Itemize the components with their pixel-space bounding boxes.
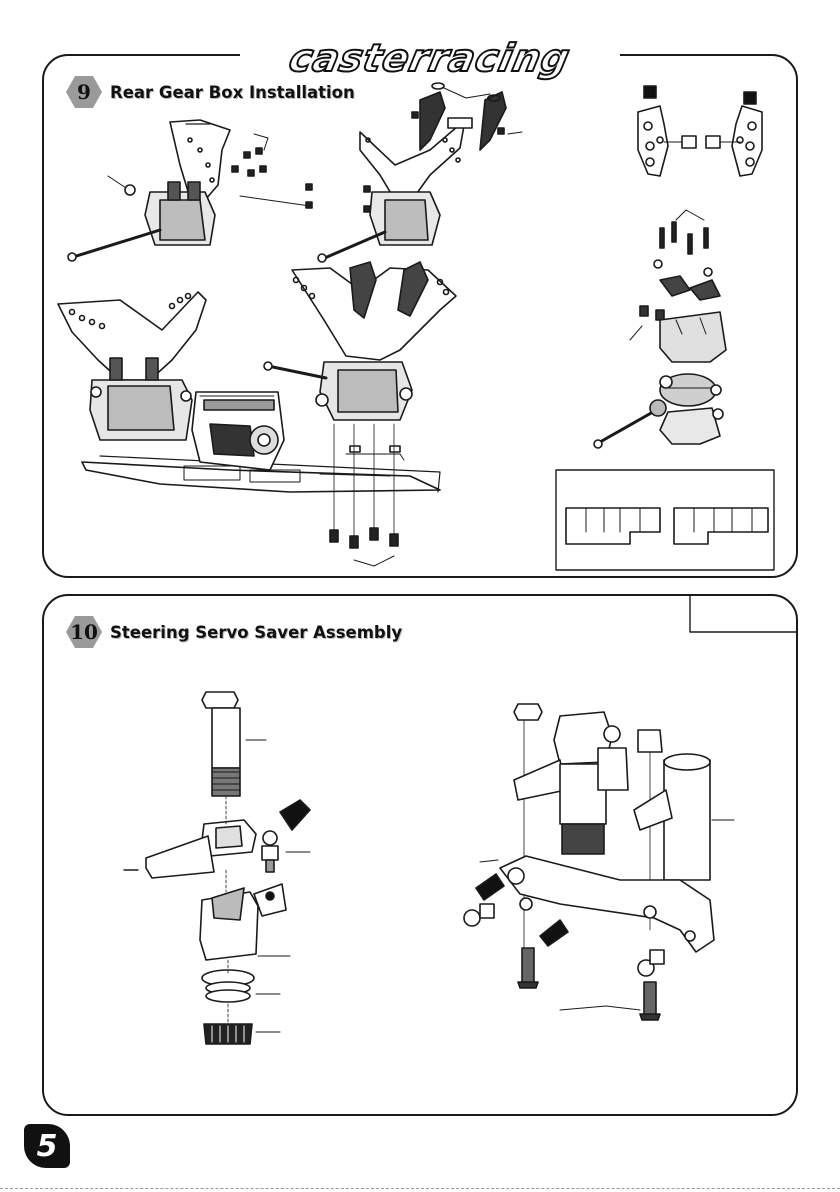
mount-detail-illustration [594, 86, 762, 448]
tab-corner [690, 596, 796, 632]
gearbox-small-left-illustration [68, 120, 312, 261]
servo-saver-assembled-illustration [464, 704, 734, 1020]
chassis-assembly-illustration [58, 262, 456, 566]
page-number-badge-icon: 5 [24, 1124, 70, 1168]
page-number: 5 [37, 1129, 58, 1164]
servo-saver-exploded-illustration [124, 692, 310, 1044]
info-box-illustration [556, 470, 774, 570]
gearbox-small-middle-illustration [318, 83, 522, 262]
